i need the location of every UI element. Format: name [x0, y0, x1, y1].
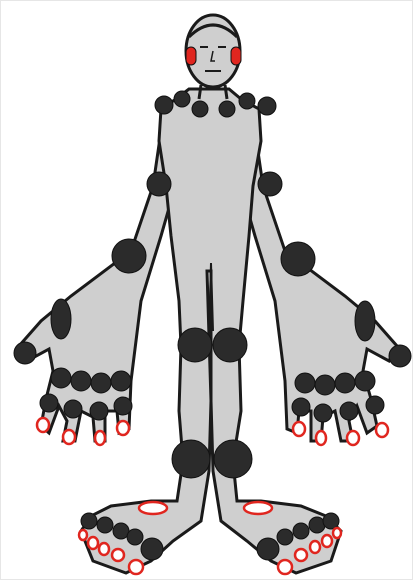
knuckle-joint-right-4	[355, 371, 375, 391]
fingertip-marker-left-1	[37, 418, 49, 432]
shoulder-joint-left	[155, 96, 173, 114]
knuckle-joint-left-3	[91, 373, 111, 393]
ankle-joint-right	[214, 440, 252, 478]
toe-joint-right-1	[257, 538, 279, 560]
thumb-tip-joint-left	[14, 342, 36, 364]
knuckle-joint-right-3	[335, 373, 355, 393]
jaw-joint-right	[231, 47, 241, 65]
fingertip-marker-left-4	[117, 421, 129, 435]
toe-tip-marker-left-1	[79, 530, 87, 540]
finger-joint-left-1	[40, 394, 58, 412]
ankle-joint-left	[172, 440, 210, 478]
fingertip-marker-left-3	[95, 431, 105, 445]
finger-joint-left-4	[114, 397, 132, 415]
fingertip-marker-right-4	[376, 423, 388, 437]
thumb-tip-joint-right	[389, 345, 411, 367]
toe-joint-left-4	[127, 529, 143, 545]
toe-joint-right-4	[309, 517, 325, 533]
elbow-joint-right	[258, 172, 282, 196]
thumb-base-joint-left	[51, 299, 71, 339]
shoulder-joint-right	[258, 97, 276, 115]
knuckle-joint-left-2	[71, 371, 91, 391]
toe-joint-left-2	[97, 517, 113, 533]
jaw-joint-left	[186, 47, 196, 65]
fingertip-marker-right-2	[316, 431, 326, 445]
toe-tip-marker-right-2	[295, 549, 307, 561]
finger-joint-right-1	[292, 398, 310, 416]
left-arm	[19, 113, 171, 441]
toe-tip-marker-right-1	[278, 560, 292, 574]
knuckle-joint-right-1	[295, 373, 315, 393]
finger-joint-right-4	[366, 396, 384, 414]
knuckle-joint-left-1	[51, 368, 71, 388]
finger-joint-left-2	[64, 400, 82, 418]
toe-joint-left-5	[141, 538, 163, 560]
finger-joint-right-2	[314, 404, 332, 422]
toe-joint-left-1	[81, 513, 97, 529]
toe-joint-right-5	[323, 513, 339, 529]
toe-tip-marker-left-3	[99, 543, 109, 555]
finger-joint-left-3	[90, 402, 108, 420]
hip-joint-left	[178, 328, 212, 362]
fingertip-marker-right-1	[293, 422, 305, 436]
figure-silhouette	[19, 15, 397, 573]
toe-tip-marker-left-5	[129, 560, 143, 574]
toe-tip-marker-left-2	[88, 537, 98, 549]
hip-joint-right	[213, 328, 247, 362]
thumb-base-joint-right	[355, 301, 375, 341]
toe-tip-marker-left-4	[112, 549, 124, 561]
wrist-joint-left	[112, 239, 146, 273]
clavicle-joint-right	[239, 93, 255, 109]
knuckle-joint-left-4	[111, 371, 131, 391]
wrist-joint-right	[281, 242, 315, 276]
elbow-joint-left	[147, 172, 171, 196]
toe-tip-marker-right-4	[322, 535, 332, 547]
toe-tip-marker-right-3	[310, 541, 320, 553]
fingertip-marker-right-3	[347, 431, 359, 445]
foot-sole-marker-left	[139, 502, 167, 514]
clavicle-joint-left	[174, 91, 190, 107]
fingertip-marker-left-2	[63, 430, 75, 444]
sternum-joint-right	[219, 101, 235, 117]
knuckle-joint-right-2	[315, 375, 335, 395]
finger-joint-right-3	[340, 402, 358, 420]
toe-joint-right-2	[277, 529, 293, 545]
foot-sole-marker-right	[244, 502, 272, 514]
toe-tip-marker-right-5	[333, 528, 341, 538]
toe-joint-right-3	[293, 523, 309, 539]
sternum-joint-left	[192, 101, 208, 117]
